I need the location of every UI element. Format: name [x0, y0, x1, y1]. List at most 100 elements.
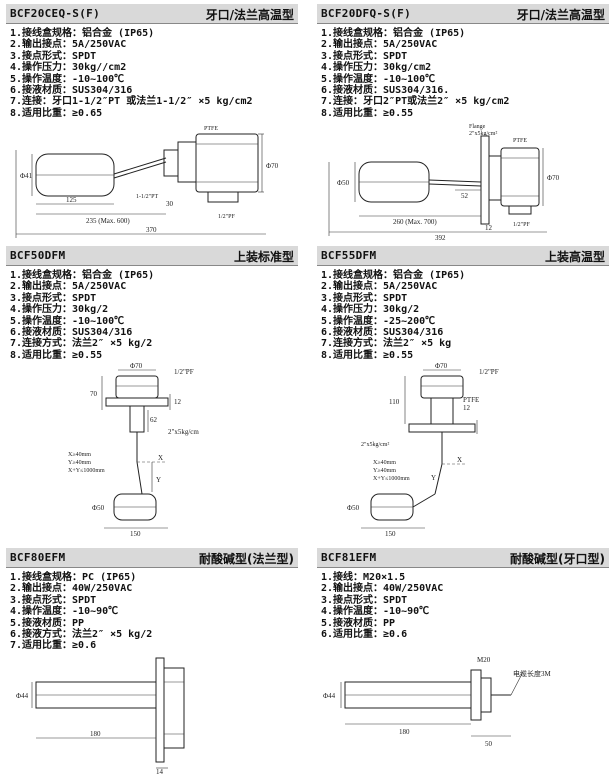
ptfe-label: PTFE [204, 126, 218, 132]
float-rod [113, 157, 167, 175]
model-type: 耐酸碱型(法兰型) [199, 552, 294, 566]
spec-item: 4.操作温度：-10~90℃ [10, 606, 119, 618]
spec-item: 2.输出接点：40W/250VAC [321, 583, 444, 595]
spec-list: 1.接线：M20×1.5 2.输出接点：40W/250VAC 3.接点形式：SP… [321, 572, 609, 640]
cond-xy: X+Y≤1000mm [68, 468, 105, 474]
spec-item: 3.接点形式：SPDT [10, 594, 97, 606]
dim-d41: Φ41 [20, 172, 33, 180]
spec-item: 7.连接：牙口2″PT或法兰2″ ×5 kg/cm2 [321, 96, 510, 108]
dim-180: 180 [90, 730, 101, 738]
spec-item: 5.接液材质：PP [321, 617, 396, 629]
spec-item: 4.操作温度：-10~90℃ [321, 606, 430, 618]
dimension-drawing: Φ70 1/2"PF 110 12 PTFE 2"x5kg/cm² X≥40mm… [347, 362, 499, 538]
cond-x: X≥40mm [68, 452, 91, 458]
model-name: BCF20CEQ-S(F) [10, 7, 100, 20]
panel-bcf81efm: BCF81EFM 耐酸碱型(牙口型) 1.接线：M20×1.5 2.输出接点：4… [317, 548, 609, 774]
panel-bcf55dfm: BCF55DFM 上装高温型 1.接线盒规格：铝合金 (IP65) 2.输出接点… [317, 246, 609, 538]
spec-item: 3.接点形式：SPDT [321, 50, 408, 62]
dim-235: 235 (Max. 600) [86, 217, 130, 225]
spec-list: 1.接线盒规格：PC (IP65) 2.输出接点：40W/250VAC 3.接点… [10, 572, 298, 652]
flange-size: 2"x5kg/cm² [361, 442, 389, 448]
ptfe-label: PTFE [513, 138, 527, 144]
dim-30: 30 [166, 200, 174, 208]
flange-plate [480, 135, 490, 225]
spec-item: 3.接点形式：SPDT [321, 292, 408, 304]
panel-header: BCF20CEQ-S(F) 牙口/法兰高温型 [6, 4, 298, 24]
spec-item: 1.接线：M20×1.5 [321, 572, 406, 583]
model-type: 耐酸碱型(牙口型) [510, 552, 605, 566]
cond-xy: X+Y≤1000mm [373, 476, 410, 482]
cable-line [510, 671, 524, 696]
dim-d50: Φ50 [92, 504, 105, 512]
dim-d44: Φ44 [16, 692, 29, 700]
spec-item: 5.操作温度：-10~100℃ [10, 73, 125, 85]
spec-item: 2.输出接点：5A/250VAC [321, 281, 438, 293]
spec-item: 4.操作压力：30kg//cm2 [10, 62, 127, 74]
spec-item: 1.接线盒规格：PC (IP65) [10, 572, 137, 583]
spec-item: 2.输出接点：5A/250VAC [10, 281, 127, 293]
dimension-drawing: M20 电缆长度3M Φ44 180 50 [323, 656, 551, 748]
spec-item: 5.操作温度：-10~100℃ [10, 315, 125, 327]
spec-item: 7.连接方式：法兰2″ ×5 kg [321, 338, 452, 350]
model-name: BCF20DFQ-S(F) [321, 7, 411, 20]
model-name: BCF50DFM [10, 249, 66, 262]
spec-item: 2.输出接点：40W/250VAC [10, 583, 133, 595]
cable-label: 电缆长度3M [513, 669, 551, 678]
dim-150: 150 [385, 530, 396, 538]
spec-list: 1.接线盒规格：铝合金 (IP65) 2.输出接点：5A/250VAC 3.接点… [10, 270, 298, 361]
dim-12: 12 [463, 404, 471, 412]
panel-bcf20dfq: BCF20DFQ-S(F) 牙口/法兰高温型 1.接线盒规格：铝合金 (IP65… [317, 4, 609, 242]
spec-item: 4.操作压力：30kg/2 [321, 304, 420, 316]
panel-bcf80efm: BCF80EFM 耐酸碱型(法兰型) 1.接线盒规格：PC (IP65) 2.输… [6, 548, 298, 776]
model-name: BCF81EFM [321, 551, 377, 564]
spec-item: 8.适用比重：≥0.65 [10, 107, 103, 119]
spec-item: 5.操作温度：-25~200℃ [321, 315, 436, 327]
spec-item: 1.接线盒规格：铝合金 (IP65) [10, 28, 155, 39]
spec-item: 6.接液材质：SUS304/316 [10, 327, 133, 339]
spec-item: 8.适用比重：≥0.55 [321, 349, 414, 361]
junction-box [195, 133, 259, 193]
spec-list: 1.接线盒规格：铝合金 (IP65) 2.输出接点：5A/250VAC 3.接点… [10, 28, 298, 119]
spec-item: 6.接液方式：法兰2″ ×5 kg/2 [10, 629, 153, 641]
spec-item: 8.适用比重：≥0.55 [321, 107, 414, 119]
cond-y: Y≥40mm [68, 460, 91, 466]
spec-list: 1.接线盒规格：铝合金 (IP65) 2.输出接点：5A/250VAC 3.接点… [321, 28, 609, 119]
flange-plate [105, 397, 169, 407]
spec-item: 3.接点形式：SPDT [10, 50, 97, 62]
dim-d50: Φ50 [347, 504, 360, 512]
dimension-drawing: Φ41 125 235 (Max. 600) 370 30 1-1/2"PT 1… [15, 126, 279, 238]
dim-260: 260 (Max. 700) [393, 218, 437, 226]
dim-d70: Φ70 [266, 162, 279, 170]
dim-d44: Φ44 [323, 692, 336, 700]
spec-item: 5.接液材质：PP [10, 617, 85, 629]
model-type: 上装标准型 [233, 250, 294, 264]
dim-d50: Φ50 [337, 179, 350, 187]
dim-180: 180 [399, 728, 410, 736]
pf-label: 1/2"PF [513, 222, 530, 228]
spec-item: 8.适用比重：≥0.55 [10, 349, 103, 361]
spec-item: 5.操作温度：-10~100℃ [321, 73, 436, 85]
junction-box [163, 667, 185, 749]
dim-110: 110 [389, 398, 400, 406]
flange-size: 2"x5kg/cm [168, 428, 199, 436]
m20-label: M20 [477, 656, 491, 664]
dim-125: 125 [66, 196, 77, 204]
flange-label: Flange [469, 124, 486, 130]
pf-label: 1/2"PF [218, 214, 235, 220]
flange-plate [155, 657, 165, 763]
label-x: X [457, 456, 462, 464]
dim-12: 12 [485, 224, 493, 232]
spec-item: 3.接点形式：SPDT [10, 292, 97, 304]
pf-label: 1/2"PF [174, 368, 194, 376]
dim-52: 52 [461, 192, 469, 200]
model-type: 牙口/法兰高温型 [516, 8, 605, 22]
flange-plate [408, 423, 476, 433]
cond-x: X≥40mm [373, 460, 396, 466]
label-x: X [158, 454, 163, 462]
dim-12: 12 [174, 398, 182, 406]
dimension-drawing: Flange 2"x5kg/cm² PTFE Φ50 52 260 (Max. … [328, 124, 560, 242]
panel-bcf50dfm: BCF50DFM 上装标准型 1.接线盒规格：铝合金 (IP65) 2.输出接点… [6, 246, 298, 538]
ptfe-label: PTFE [463, 396, 479, 404]
spec-item: 1.接线盒规格：铝合金 (IP65) [10, 270, 155, 281]
panel-header: BCF50DFM 上装标准型 [6, 246, 298, 266]
